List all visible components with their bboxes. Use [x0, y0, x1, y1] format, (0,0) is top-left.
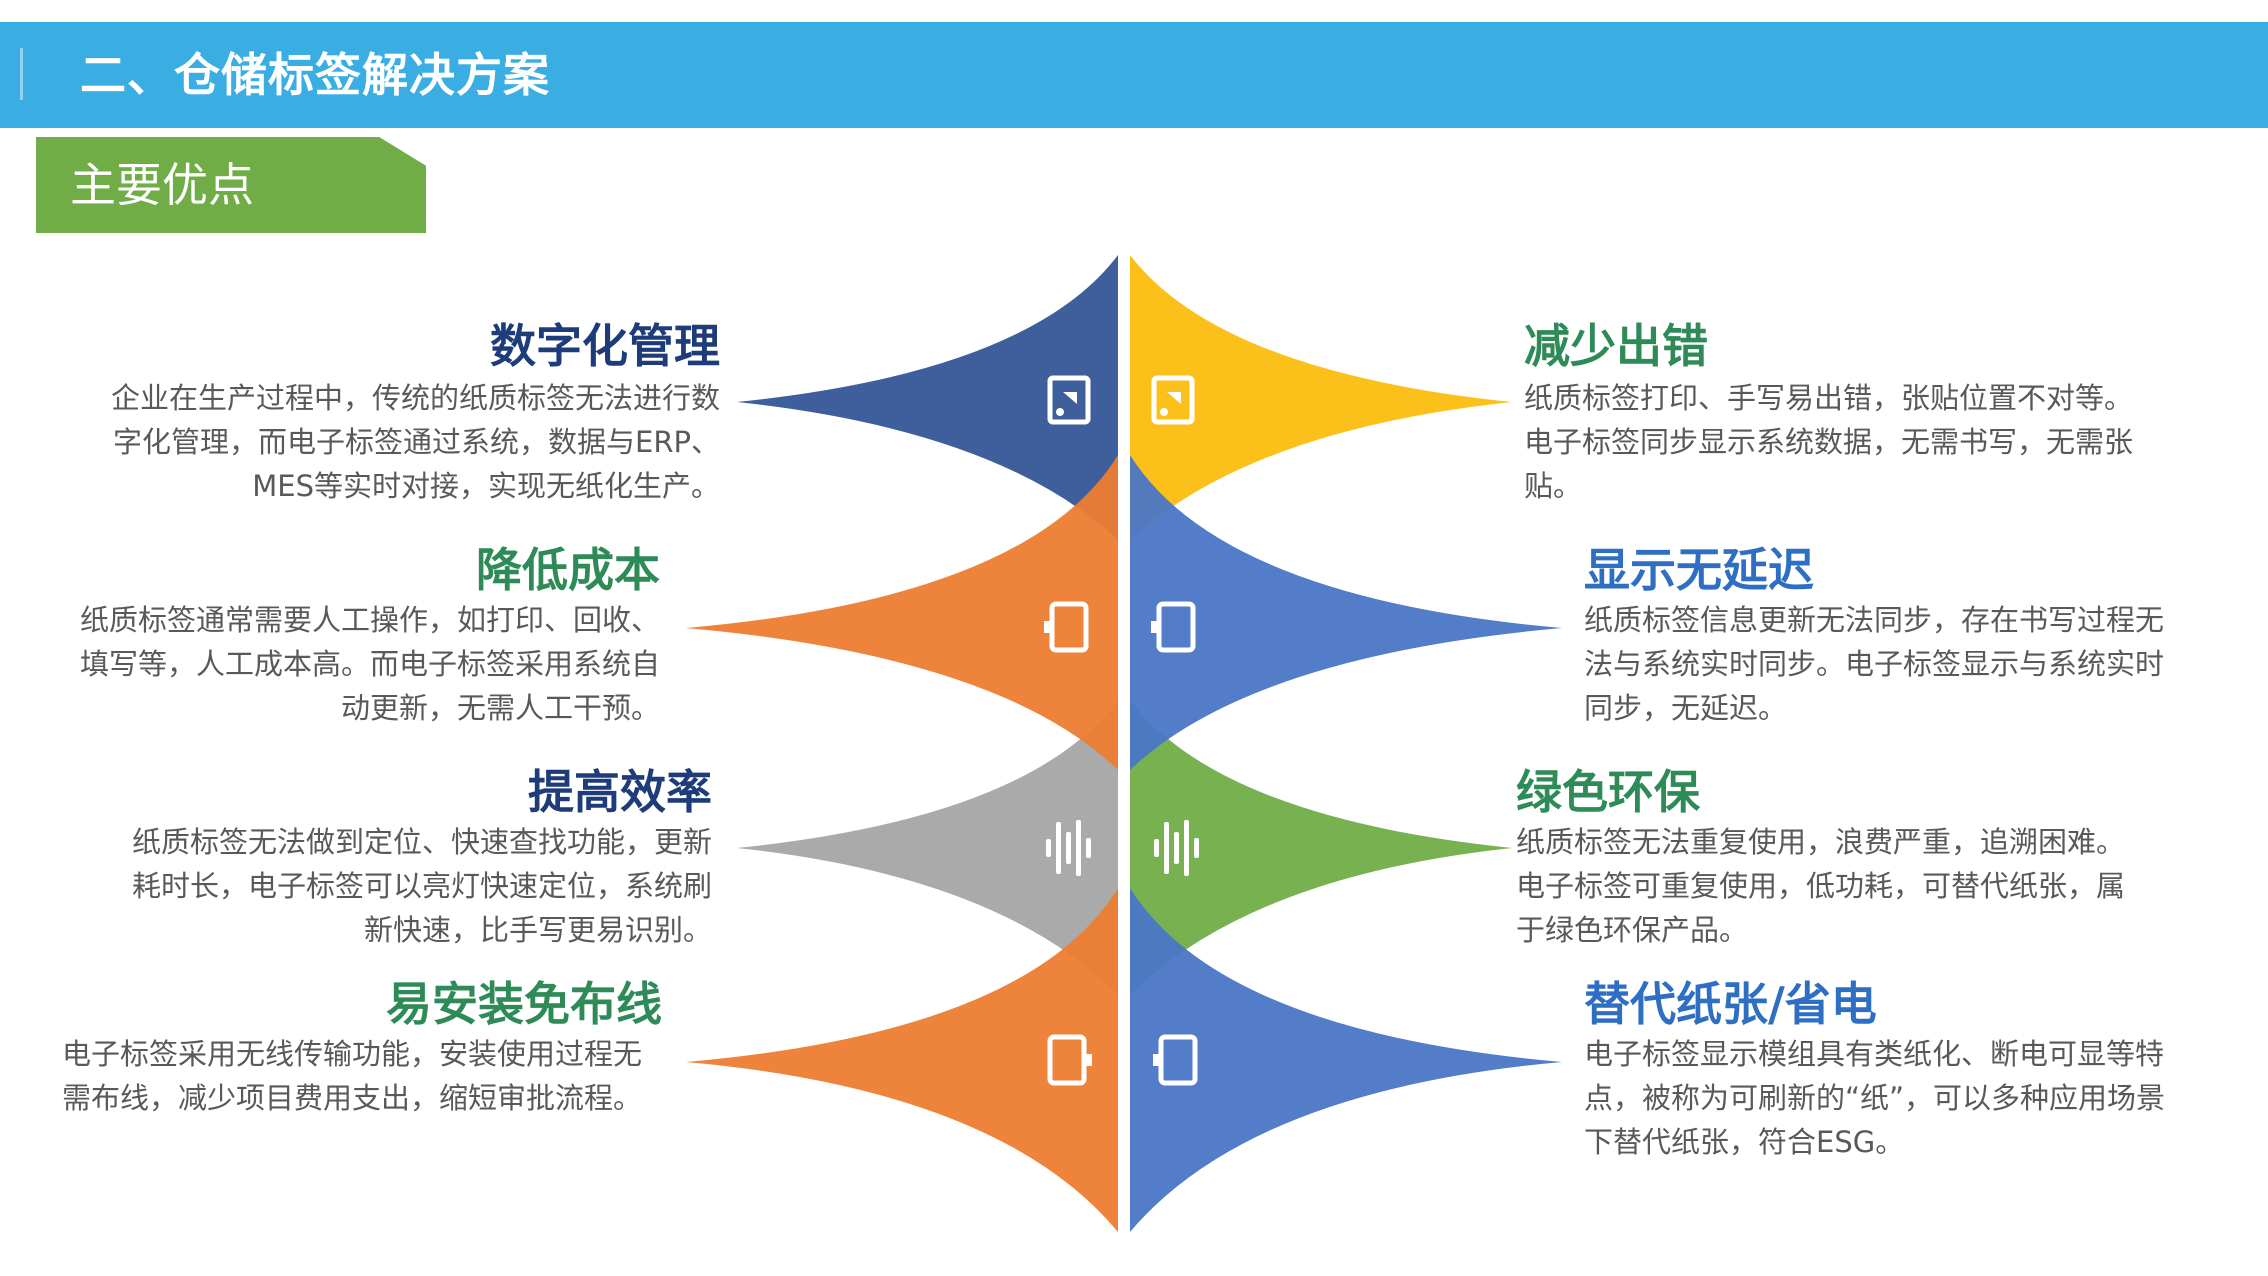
item-title-digital: 数字化管理: [490, 319, 720, 373]
item-desc-efficiency: 纸质标签无法做到定位、快速查找功能，更新耗时长，电子标签可以亮灯快速定位，系统刷…: [131, 825, 712, 947]
item-desc-errors: 纸质标签打印、手写易出错，张贴位置不对等。电子标签同步显示系统数据，无需书写，无…: [1524, 381, 2134, 503]
page-title: 二、仓储标签解决方案: [80, 48, 550, 102]
header-bar: [0, 22, 2268, 128]
item-title-efficiency: 提高效率: [528, 765, 712, 819]
item-title-cost: 降低成本: [476, 543, 660, 597]
center-divider: [1118, 255, 1130, 1232]
item-title-no-delay: 显示无延迟: [1584, 543, 1814, 597]
right-petal-4: [1130, 888, 1562, 1232]
item-desc-digital: 企业在生产过程中，传统的纸质标签无法进行数字化管理，而电子标签通过系统，数据与E…: [110, 381, 720, 503]
right-petal-2: [1130, 455, 1562, 770]
item-desc-install: 电子标签采用无线传输功能，安装使用过程无需布线，减少项目费用支出，缩短审批流程。: [62, 1037, 643, 1115]
item-title-paper: 替代纸张/省电: [1584, 977, 1877, 1031]
section-tab-label: 主要优点: [70, 158, 254, 212]
header-divider: [20, 48, 23, 100]
item-desc-paper: 电子标签显示模组具有类纸化、断电可显等特点，被称为可刷新的“纸”，可以多种应用场…: [1584, 1037, 2166, 1159]
item-desc-cost: 纸质标签通常需要人工操作，如打印、回收、填写等，人工成本高。而电子标签采用系统自…: [79, 603, 660, 725]
item-title-green: 绿色环保: [1516, 765, 1700, 819]
left-petal-1: [737, 255, 1118, 540]
left-petal-2: [686, 455, 1118, 770]
item-title-errors: 减少出错: [1524, 319, 1708, 373]
item-desc-no-delay: 纸质标签信息更新无法同步，存在书写过程无法与系统实时同步。电子标签显示与系统实时…: [1584, 603, 2165, 725]
item-desc-green: 纸质标签无法重复使用，浪费严重，追溯困难。电子标签可重复使用，低功耗，可替代纸张…: [1516, 825, 2126, 947]
item-title-install: 易安装免布线: [386, 977, 662, 1031]
section-tab: [36, 137, 426, 233]
right-petal-3: [1130, 700, 1512, 995]
right-petal-1: [1130, 255, 1512, 540]
left-petal-3: [737, 700, 1118, 995]
left-petal-4: [686, 888, 1118, 1232]
